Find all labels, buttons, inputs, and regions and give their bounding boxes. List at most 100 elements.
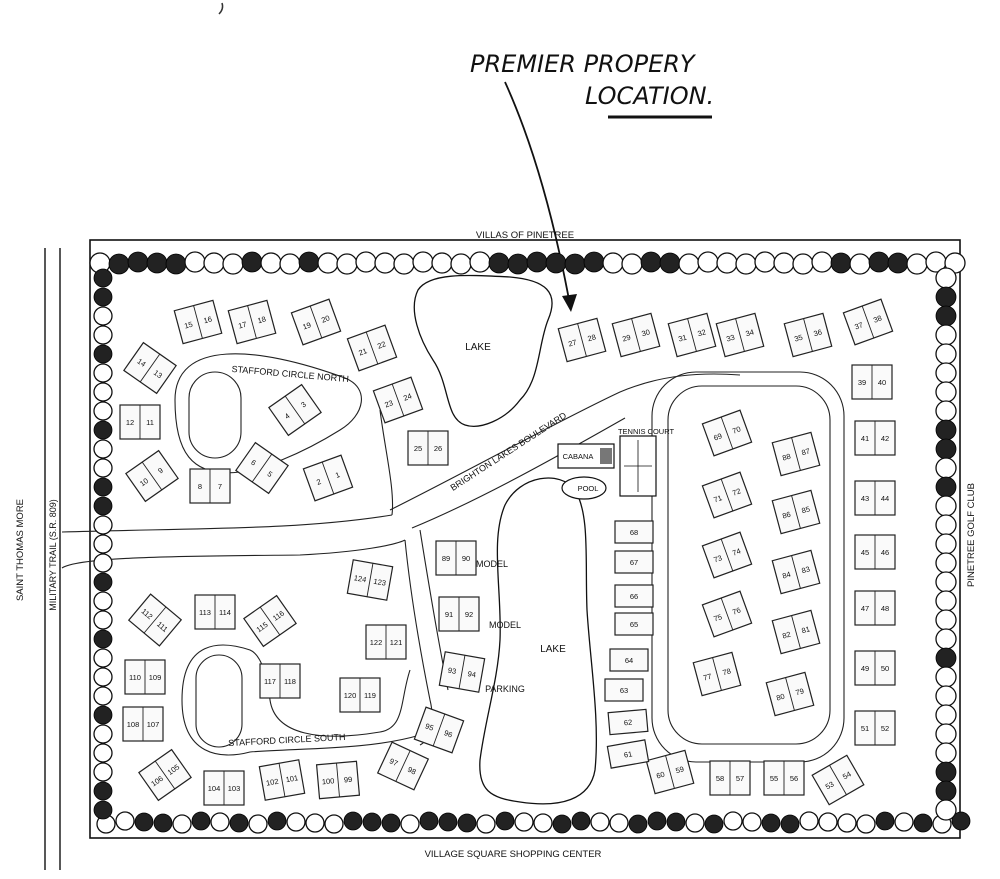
villa-unit[interactable]: 3738 xyxy=(843,299,892,345)
villa-number: 56 xyxy=(790,774,798,783)
villa-unit[interactable]: 5556 xyxy=(764,761,804,795)
tree-icon xyxy=(154,814,172,832)
villa-number: 67 xyxy=(630,558,638,567)
villa-unit[interactable]: 120119 xyxy=(340,678,380,712)
tree-icon xyxy=(936,610,956,630)
tree-icon xyxy=(268,812,286,830)
villa-unit[interactable]: 8483 xyxy=(772,550,819,593)
tree-icon xyxy=(94,402,112,420)
villa-unit[interactable]: 124123 xyxy=(347,560,392,600)
villa-unit[interactable]: 7576 xyxy=(702,591,751,637)
tree-icon xyxy=(299,252,319,272)
villa-unit[interactable]: 10099 xyxy=(317,761,360,798)
villa-number: 66 xyxy=(630,592,638,601)
tree-icon xyxy=(774,253,794,273)
tree-icon xyxy=(458,814,476,832)
villa-unit[interactable]: 9394 xyxy=(439,652,484,692)
villa-unit[interactable]: 2930 xyxy=(612,313,659,356)
villa-unit[interactable]: 2122 xyxy=(347,325,396,371)
villa-unit[interactable]: 1920 xyxy=(291,299,340,345)
villa-unit[interactable]: 8281 xyxy=(772,610,819,653)
villa-unit[interactable]: 7172 xyxy=(702,472,751,518)
villa-unit[interactable]: 67 xyxy=(615,551,653,573)
villa-unit[interactable]: 106105 xyxy=(139,750,191,801)
villa-unit[interactable]: 122121 xyxy=(366,625,406,659)
villa-unit[interactable]: 1413 xyxy=(124,343,176,394)
villa-unit[interactable]: 5857 xyxy=(710,761,750,795)
tree-icon xyxy=(515,813,533,831)
villa-unit[interactable]: 3940 xyxy=(852,365,892,399)
east-label: PINETREE GOLF CLUB xyxy=(966,483,977,587)
villa-number: 46 xyxy=(881,548,889,557)
tree-icon xyxy=(185,252,205,272)
tree-icon xyxy=(94,668,112,686)
villa-unit[interactable]: 9192 xyxy=(439,597,479,631)
villa-unit[interactable]: 4748 xyxy=(855,591,895,625)
tree-icon xyxy=(325,815,343,833)
villa-unit[interactable]: 109 xyxy=(126,451,178,502)
villa-unit[interactable]: 5354 xyxy=(812,755,864,804)
villa-unit[interactable]: 7778 xyxy=(693,652,740,695)
villa-unit[interactable]: 2526 xyxy=(408,431,448,465)
villa-unit[interactable]: 65 xyxy=(236,443,288,494)
villa-unit[interactable]: 8887 xyxy=(772,432,819,475)
villa-unit[interactable]: 9798 xyxy=(378,742,429,790)
villa-unit[interactable]: 3334 xyxy=(716,313,763,356)
villa-number: 61 xyxy=(623,749,633,759)
villa-unit[interactable]: 4950 xyxy=(855,651,895,685)
south-circle-label: STAFFORD CIRCLE SOUTH xyxy=(228,732,346,748)
villa-number: 90 xyxy=(462,554,470,563)
villa-unit[interactable]: 5152 xyxy=(855,711,895,745)
villa-unit[interactable]: 1516 xyxy=(174,300,221,343)
tree-icon xyxy=(546,253,566,273)
villa-unit[interactable]: 112111 xyxy=(129,594,181,646)
villa-number: 62 xyxy=(623,718,632,728)
villa-unit[interactable]: 63 xyxy=(605,679,643,701)
tree-icon xyxy=(819,813,837,831)
villa-unit[interactable]: 6059 xyxy=(646,750,693,793)
villa-unit[interactable]: 4546 xyxy=(855,535,895,569)
villa-unit[interactable]: 66 xyxy=(615,585,653,607)
villa-unit[interactable]: 104103 xyxy=(204,771,244,805)
villa-unit[interactable]: 8079 xyxy=(766,672,813,715)
tree-icon xyxy=(876,812,894,830)
villa-unit[interactable]: 65 xyxy=(615,613,653,635)
villa-unit[interactable]: 108107 xyxy=(123,707,163,741)
tree-icon xyxy=(584,252,604,272)
villa-unit[interactable]: 61 xyxy=(607,740,648,768)
tree-icon xyxy=(936,724,956,744)
villa-unit[interactable]: 6970 xyxy=(702,410,751,456)
tree-icon xyxy=(781,815,799,833)
villa-unit[interactable]: 43 xyxy=(269,385,321,436)
villa-unit[interactable]: 9596 xyxy=(414,707,463,753)
tree-icon xyxy=(135,813,153,831)
tree-icon xyxy=(667,813,685,831)
villa-unit[interactable]: 8685 xyxy=(772,490,819,533)
villa-unit[interactable]: 3132 xyxy=(668,313,715,356)
tree-icon xyxy=(261,253,281,273)
arrow-head-icon xyxy=(562,294,577,312)
villa-unit[interactable]: 1211 xyxy=(120,405,160,439)
villa-unit[interactable]: 64 xyxy=(610,649,648,671)
villa-unit[interactable]: 110109 xyxy=(125,660,165,694)
villa-unit[interactable]: 87 xyxy=(190,469,230,503)
villa-unit[interactable]: 113114 xyxy=(195,595,235,629)
villa-unit[interactable]: 115116 xyxy=(244,596,296,647)
villa-unit[interactable]: 68 xyxy=(615,521,653,543)
villa-unit[interactable]: 7374 xyxy=(702,532,751,578)
villa-unit[interactable]: 21 xyxy=(303,455,352,501)
villa-unit[interactable]: 4142 xyxy=(855,421,895,455)
villa-unit[interactable]: 62 xyxy=(608,709,648,734)
villa-unit[interactable]: 2728 xyxy=(558,318,605,361)
villa-unit[interactable]: 89 90 xyxy=(436,541,476,575)
villa-unit[interactable]: 102101 xyxy=(259,760,304,800)
tree-icon xyxy=(936,629,956,649)
villa-unit[interactable]: 117118 xyxy=(260,664,300,698)
villa-number: 89 xyxy=(442,554,450,563)
villa-number: 64 xyxy=(625,656,633,665)
villa-unit[interactable]: 4344 xyxy=(855,481,895,515)
villa-unit[interactable]: 3536 xyxy=(784,313,831,356)
tree-icon xyxy=(94,288,112,306)
villa-unit[interactable]: 1718 xyxy=(228,300,275,343)
